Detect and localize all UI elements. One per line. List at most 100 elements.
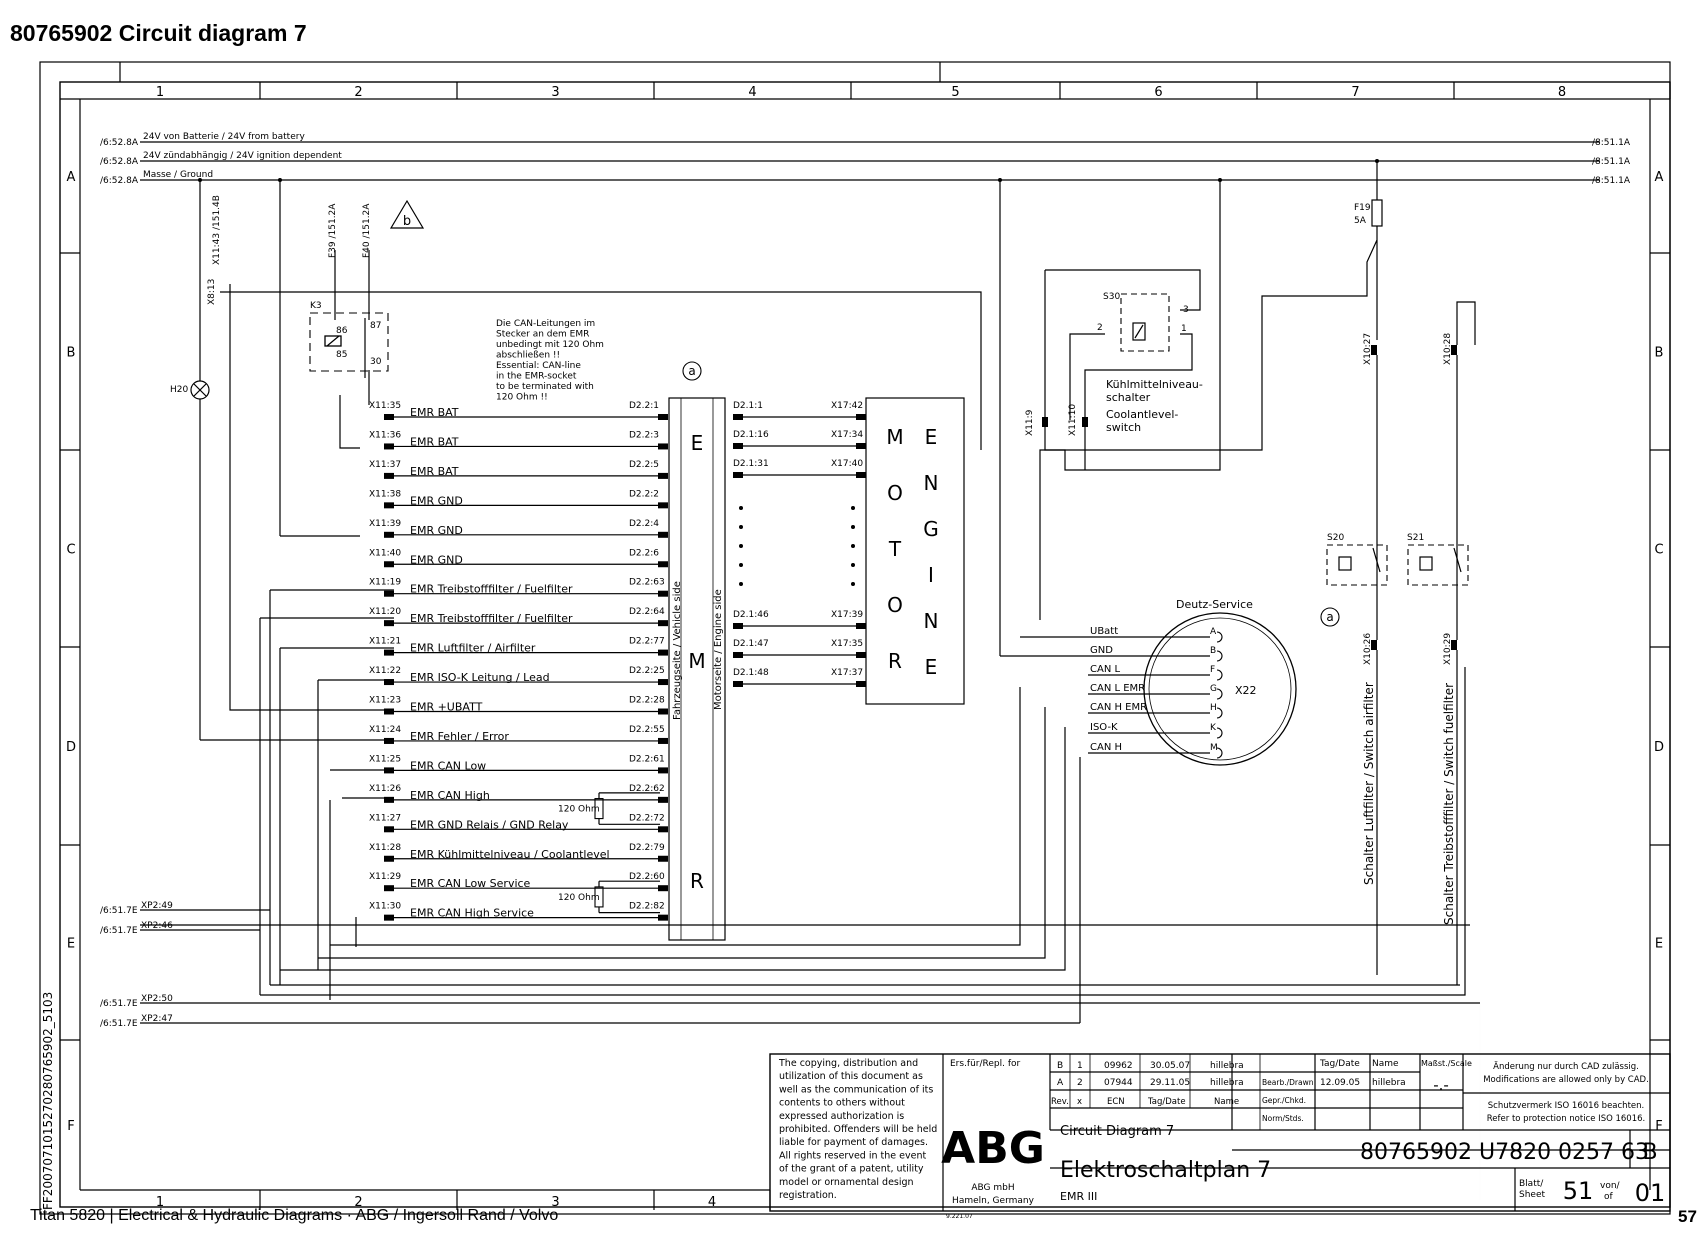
- switch-element: [1419, 556, 1433, 571]
- s30-switch: [1120, 293, 1170, 352]
- ubatt-feed: [229, 284, 394, 711]
- emr-pin-label: X11:21: [369, 637, 401, 647]
- emr-pin-label: X11:24: [369, 725, 401, 735]
- tb-of-label: of: [1604, 1192, 1614, 1202]
- grid-row-label-right: A: [1655, 170, 1664, 185]
- tb-rev-ecn: 07944: [1104, 1078, 1133, 1088]
- deutz-pin-label: B: [1210, 646, 1216, 656]
- motor-d-plug: [733, 623, 743, 629]
- x11-9-wire: [1044, 180, 1221, 471]
- marker-b: b: [403, 214, 411, 229]
- supply-ref-right: /8:51.1A: [1592, 157, 1631, 167]
- emr-d-pin-label: D2.2:28: [629, 696, 665, 706]
- emr-d-plug: [658, 914, 668, 921]
- tb-rev-ecn: 09962: [1104, 1061, 1133, 1071]
- tb-revision: B: [1642, 1140, 1657, 1165]
- deutz-pin-socket: [1216, 650, 1223, 662]
- emr-signal-label: EMR CAN High: [410, 789, 490, 802]
- switch-s21-name: S21: [1407, 533, 1424, 543]
- tag-x11-43: X11:43 /151.4B: [212, 195, 222, 265]
- s30-pin: 1: [1181, 324, 1187, 334]
- switch-contact: [1372, 547, 1381, 573]
- motor-x-pin-label: X17:35: [831, 639, 863, 649]
- emr-pin-plug: [384, 796, 394, 803]
- triangle-marker: [389, 199, 425, 229]
- right-connector-label: X10:27: [1363, 333, 1373, 365]
- fuelfilter-top-wire: [1456, 301, 1476, 345]
- emr-d-plug: [658, 737, 668, 744]
- emr-pin-plug: [384, 472, 394, 479]
- tb-copyright-line: liable for payment of damages.: [779, 1137, 928, 1148]
- tb-sheet-label: Sheet: [1519, 1190, 1545, 1200]
- deutz-signal-label: CAN L EMR: [1090, 683, 1145, 694]
- emr-signal-label: EMR CAN Low Service: [410, 877, 531, 890]
- junction-dot: [278, 178, 282, 182]
- junction-dot: [1375, 159, 1379, 163]
- emr-letter: R: [690, 869, 704, 893]
- grid-row-label-left: B: [67, 346, 76, 361]
- emr-engine-side-label: Motorseite / Engine side: [713, 589, 724, 710]
- tb-rev-header: Name: [1214, 1097, 1239, 1107]
- lamp-cross: [193, 383, 207, 397]
- relay-pin: 30: [370, 357, 382, 367]
- resistor-label: 120 Ohm: [558, 805, 600, 815]
- tb-date-header: Tag/Date: [1319, 1059, 1360, 1069]
- emr-signal-label: EMR ISO-K Leitung / Lead: [410, 671, 550, 684]
- tb-copyright-line: contents to others without: [779, 1098, 905, 1109]
- supply-label: 24V von Batterie / 24V from battery: [143, 132, 305, 142]
- emr-d-pin-label: D2.2:62: [629, 784, 665, 794]
- emr-d-pin-label: D2.2:82: [629, 902, 665, 912]
- inner-frame: [59, 81, 1671, 1208]
- deutz-pin-label: A: [1210, 627, 1217, 637]
- bottom-grid-label: 4: [708, 1195, 716, 1210]
- motor-d-plug: [733, 443, 743, 449]
- can-note-line: Die CAN-Leitungen im: [496, 319, 595, 329]
- emr-d-pin-label: D2.2:63: [629, 578, 665, 588]
- xp-label: XP2:50: [141, 994, 173, 1004]
- motor-d-plug: [733, 652, 743, 658]
- motor-d-pin-label: D2.1:47: [733, 639, 769, 649]
- emr-pin-plug: [384, 737, 394, 744]
- grid-row-label-right: E: [1655, 937, 1663, 952]
- emr-vehicle-side-label: Fahrzeugseite / Vehicle side: [672, 581, 683, 720]
- tb-rev-header: ECN: [1107, 1097, 1125, 1107]
- tb-of-label: von/: [1600, 1181, 1621, 1191]
- emr-letter: E: [691, 431, 704, 455]
- page-number: 57: [1678, 1207, 1697, 1226]
- engine-letter: E: [925, 425, 938, 449]
- emr-signal-label: EMR Treibstofffilter / Fuelfilter: [410, 583, 573, 596]
- motor-d-plug: [733, 414, 743, 420]
- drawing-id-vertical: FF2007071015270280765902_5103: [41, 992, 55, 1210]
- tb-role-label: Bearb./Drawn: [1262, 1078, 1314, 1087]
- tb-rev-name: hillebra: [1210, 1061, 1244, 1071]
- deutz-pin-label: G: [1210, 684, 1217, 694]
- deutz-signal-label: CAN H EMR: [1090, 702, 1147, 713]
- xp-ref: /6:51.7E: [100, 999, 138, 1009]
- continuation-dot: [739, 506, 743, 510]
- s30-label: Coolantlevel-: [1106, 408, 1178, 421]
- motor-d-plug: [733, 681, 743, 687]
- continuation-dot: [851, 506, 855, 510]
- engine-letter: N: [924, 471, 939, 495]
- grid-column-label: 8: [1558, 85, 1566, 100]
- deutz-signal-label: UBatt: [1090, 626, 1118, 637]
- right-connector-plug: [1451, 345, 1457, 355]
- emr-signal-label: EMR GND: [410, 494, 463, 507]
- switch-s20-name: S20: [1327, 533, 1344, 543]
- xp-label: XP2:46: [141, 921, 173, 931]
- s30-element: [1132, 322, 1146, 341]
- continuation-dot: [851, 582, 855, 586]
- emr-pin-plug: [384, 708, 394, 715]
- deutz-title: Deutz-Service: [1176, 598, 1253, 611]
- emr-d-plug: [658, 708, 668, 715]
- tb-title-de: Elektroschaltplan 7: [1060, 1158, 1271, 1183]
- tb-subtitle: EMR III: [1060, 1190, 1097, 1203]
- deutz-pin-socket: [1216, 747, 1223, 759]
- supply-ref-left: /6:52.8A: [100, 138, 139, 148]
- motor-x-pin-label: X17:40: [831, 459, 863, 469]
- supply-ref-right: /8:51.1A: [1592, 176, 1631, 186]
- emr-signal-label: EMR GND: [410, 524, 463, 537]
- tb-iso-note: Schutzvermerk ISO 16016 beachten.: [1488, 1101, 1644, 1111]
- emr-pin-plug: [384, 885, 394, 892]
- grid-row-label-left: D: [66, 740, 76, 755]
